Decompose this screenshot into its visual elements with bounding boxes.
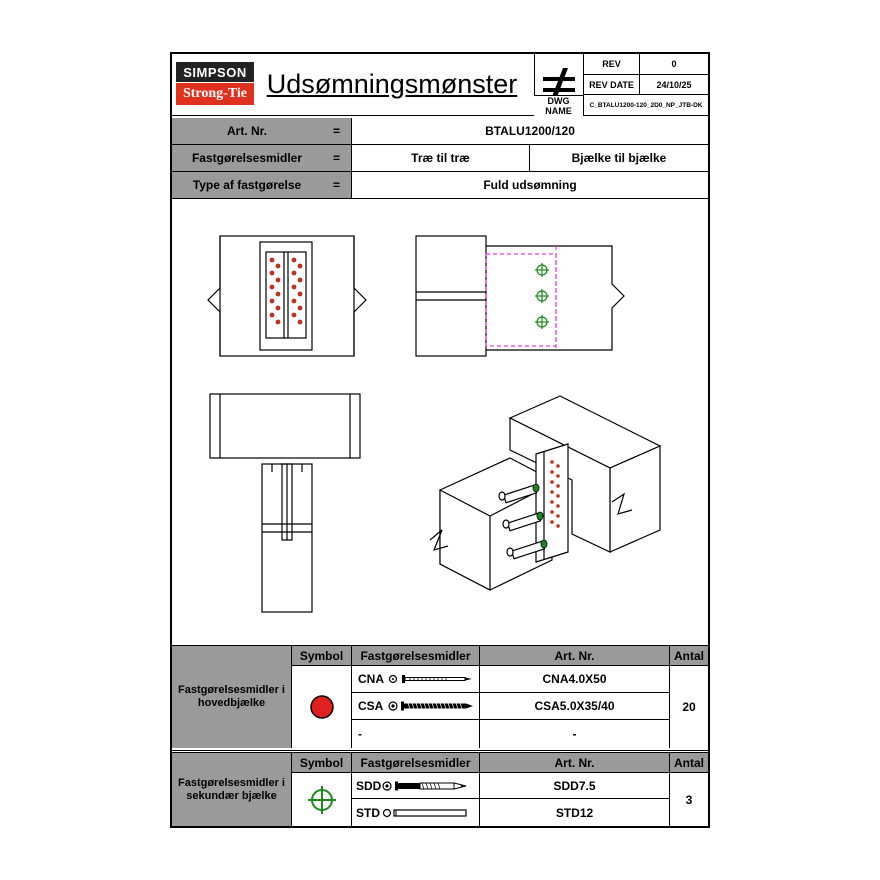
header-art-nr: Art. Nr.: [480, 753, 670, 773]
drawing-area: [172, 200, 708, 646]
fastener-code: SDD: [356, 778, 382, 793]
front-view: [207, 235, 367, 357]
secondary-count: 3: [685, 792, 693, 807]
rev-date-label: REV DATE: [584, 75, 640, 95]
info-eq: =: [322, 172, 352, 199]
fastener-code: STD: [356, 805, 380, 820]
green-crosshair-icon: [307, 785, 336, 814]
art-nr-empty: -: [480, 720, 670, 748]
page-title: Udsømningsmønster: [266, 68, 518, 99]
info-label-art-nr: Art. Nr.: [172, 118, 322, 145]
info-value-fastening-type: Fuld udsømning: [352, 172, 708, 199]
isometric-view: [429, 395, 662, 591]
main-group-label: Fastgørelsesmidler i hovedbjælke: [172, 646, 292, 748]
fastener-code: -: [358, 727, 362, 741]
fastener-row-csa: CSA: [352, 693, 480, 720]
main-symbol-cell: [292, 666, 352, 748]
header-symbol: Symbol: [292, 753, 352, 773]
header-count: Antal: [670, 753, 708, 773]
info-label-fasteners: Fastgørelsesmidler: [172, 145, 322, 172]
header: SIMPSON Strong-Tie Udsømningsmønster REV…: [172, 54, 708, 116]
fastener-row-cna: CNA: [352, 666, 480, 693]
info-value-art-nr: BTALU1200/120: [352, 118, 708, 145]
header-symbol: Symbol: [292, 646, 352, 666]
logo-simpson: SIMPSON: [176, 62, 254, 82]
dwg-name-label: DWG NAME: [534, 95, 584, 116]
dwg-name-value: C_BTALU1200-120_2D0_NP_JTB-DK: [589, 102, 703, 109]
ring-nail-icon: [388, 674, 472, 684]
screw-icon: [388, 701, 473, 711]
header-count: Antal: [670, 646, 708, 666]
header-art-nr: Art. Nr.: [480, 646, 670, 666]
side-view: [415, 235, 625, 357]
logo-strong-tie: Strong-Tie: [176, 83, 254, 105]
header-fastener: Fastgørelsesmidler: [352, 646, 480, 666]
not-equal-symbol-cell: [534, 54, 584, 116]
main-count: 20: [682, 700, 696, 714]
not-equal-icon: [543, 68, 575, 102]
info-label-fastening-type: Type af fastgørelse: [172, 172, 322, 199]
rev-value: 0: [640, 54, 708, 75]
top-view: [209, 393, 361, 613]
art-nr-csa: CSA5.0X35/40: [480, 693, 670, 720]
main-beam-fastener-table: Fastgørelsesmidler i hovedbjælke Symbol …: [172, 646, 708, 750]
art-nr-cna: CNA4.0X50: [480, 666, 670, 693]
art-nr-std: STD12: [480, 799, 670, 826]
secondary-group-label: Fastgørelsesmidler i sekundær bjælke: [172, 753, 292, 826]
rev-label: REV: [584, 54, 640, 75]
info-eq: =: [322, 145, 352, 172]
table-divider: [172, 750, 708, 753]
fastener-code: CNA: [358, 672, 384, 686]
red-circle-icon: [309, 695, 334, 719]
secondary-beam-fastener-table: Fastgørelsesmidler i sekundær bjælke Sym…: [172, 753, 708, 826]
dowel-screw-icon: [382, 780, 467, 791]
drawing-sheet: SIMPSON Strong-Tie Udsømningsmønster REV…: [170, 52, 710, 828]
info-value-beam-to-beam: Bjælke til bjælke: [530, 145, 708, 172]
fastener-code: CSA: [358, 699, 384, 713]
header-fastener: Fastgørelsesmidler: [352, 753, 480, 773]
secondary-symbol-cell: [292, 773, 352, 826]
fastener-row-sdd: SDD: [352, 773, 480, 799]
info-eq: =: [322, 118, 352, 145]
fastener-row-empty: -: [352, 720, 480, 748]
info-block: Art. Nr. = BTALU1200/120 Fastgørelsesmid…: [172, 118, 708, 200]
info-value-wood-to-wood: Træ til træ: [352, 145, 530, 172]
dowel-icon: [382, 808, 467, 817]
art-nr-sdd: SDD7.5: [480, 773, 670, 799]
rev-date-value: 24/10/25: [640, 75, 708, 95]
fastener-row-std: STD: [352, 799, 480, 826]
